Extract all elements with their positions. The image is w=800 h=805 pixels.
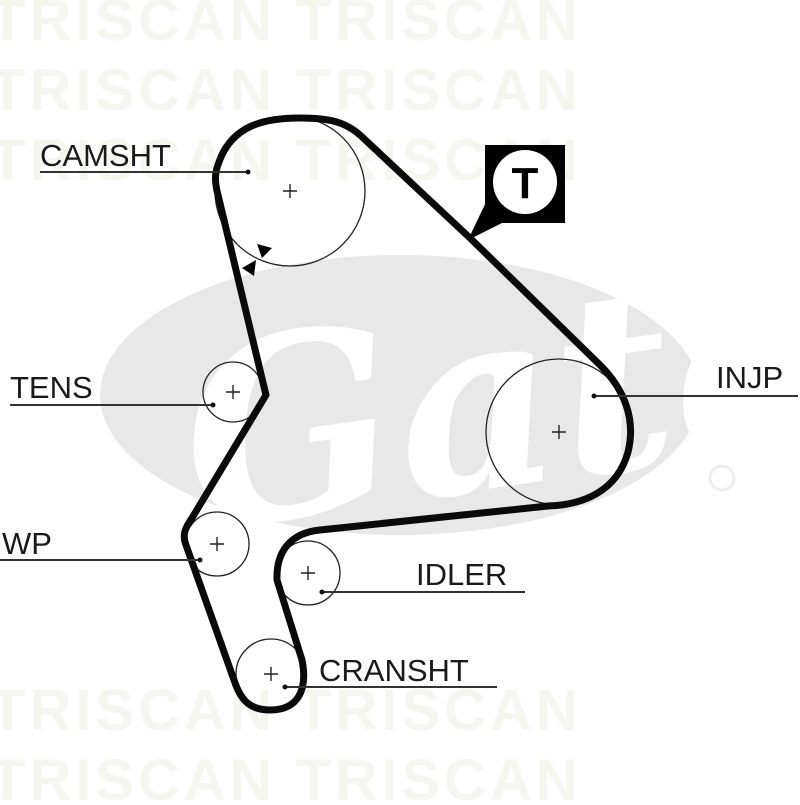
svg-text:TRISCAN TRISCAN: TRISCAN TRISCAN [0, 58, 582, 123]
label-camsht: CAMSHT [40, 138, 171, 173]
gates-logo-watermark: Gates [100, 187, 800, 588]
label-idler: IDLER [416, 557, 507, 592]
label-injp: INJP [716, 360, 783, 395]
badge-letter: T [512, 159, 539, 208]
timing-mark-arrows-icon [242, 244, 272, 276]
label-wp: WP [2, 526, 52, 561]
svg-text:TRISCAN TRISCAN: TRISCAN TRISCAN [0, 678, 582, 743]
leader-lines [0, 171, 798, 688]
svg-text:TRISCAN TRISCAN: TRISCAN TRISCAN [0, 748, 582, 800]
label-cransht: CRANSHT [319, 653, 469, 688]
svg-text:TRISCAN TRISCAN: TRISCAN TRISCAN [0, 0, 582, 53]
leader-dots [197, 169, 597, 690]
timing-belt [180, 114, 635, 714]
center-crosses [210, 184, 566, 681]
label-tens: TENS [10, 370, 93, 405]
tensioner-marker-icon: T [468, 145, 565, 240]
svg-text:TRISCAN TRISCAN: TRISCAN TRISCAN [0, 128, 582, 193]
triscan-watermark: TRISCAN TRISCAN TRISCAN TRISCAN TRISCAN … [0, 0, 582, 805]
